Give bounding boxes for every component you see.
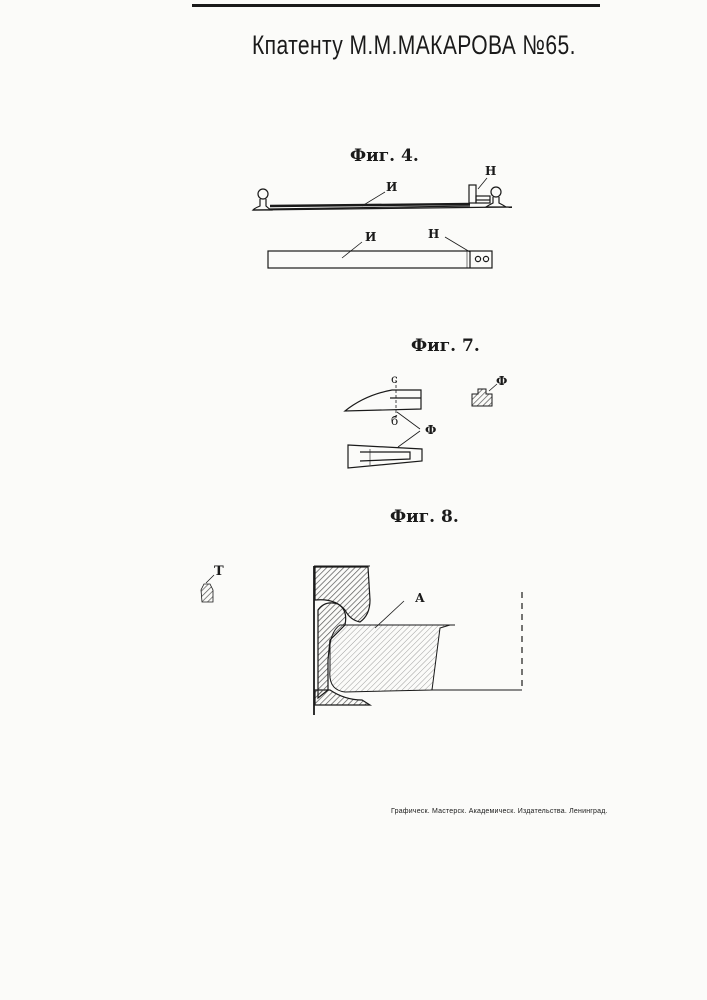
fig8-leader-t [206,575,214,583]
fig8-main-block [330,625,450,692]
fig8-leader-a [375,601,404,628]
fig8-detail-t [201,584,213,602]
fig8-label-t: Т [214,564,224,579]
figure-8-drawing [0,0,707,800]
fig8-label-a: А [415,591,425,605]
printer-imprint: Графическ. Мастерск. Академическ. Издате… [391,808,608,815]
